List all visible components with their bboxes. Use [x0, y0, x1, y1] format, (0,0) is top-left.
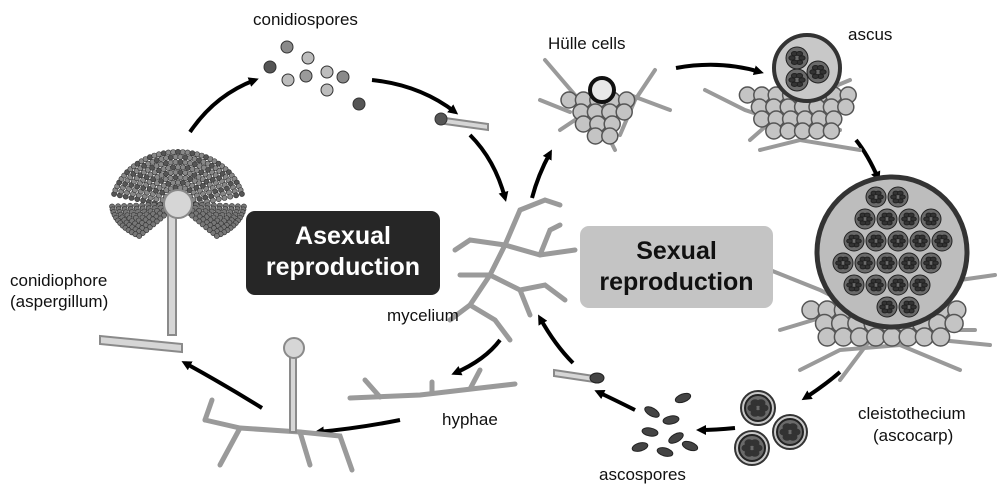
- conidiophore-illustration: [100, 149, 246, 352]
- germinating-ascospore: [554, 370, 604, 383]
- label-hyphae: hyphae: [442, 409, 498, 430]
- arrow-to-conidiophore: [185, 363, 262, 408]
- label-mycelium: mycelium: [387, 305, 459, 326]
- arrow-asci-to-ascospores: [700, 428, 735, 430]
- arrow-germ-to-mycelium: [470, 135, 505, 198]
- hyphae-with-young-conidiophore: [205, 338, 352, 470]
- germinating-conidium: [435, 113, 488, 130]
- sexual-line2: reproduction: [580, 267, 773, 298]
- label-cleistothecium: cleistothecium: [858, 403, 966, 424]
- released-asci: [735, 391, 807, 465]
- label-ascocarp: (ascocarp): [873, 425, 953, 446]
- label-conidiospores: conidiospores: [253, 9, 358, 30]
- ascospores-cluster: [631, 392, 699, 458]
- conidiospores-cluster: [264, 41, 365, 110]
- label-aspergillum: (aspergillum): [10, 291, 108, 312]
- mycelium-illustration: [450, 200, 575, 340]
- ascus-illustration: [705, 35, 860, 150]
- sexual-reproduction-box: Sexual reproduction: [580, 226, 773, 308]
- label-ascus: ascus: [848, 24, 892, 45]
- arrow-germ-to-mycelium-sexual: [540, 318, 573, 363]
- arrow-mycelium-to-hulle: [532, 153, 550, 198]
- arrow-ascus-to-cleistothecium: [856, 140, 878, 178]
- arrow-cleistothecium-to-asci: [805, 372, 840, 398]
- arrow-hulle-to-ascus: [676, 65, 760, 72]
- cleistothecium-illustration: [770, 177, 995, 380]
- sexual-line1: Sexual: [580, 236, 773, 267]
- asexual-reproduction-box: Asexual reproduction: [246, 211, 440, 295]
- arrow-hyphae-to-conidiophore-hyphae: [318, 420, 400, 432]
- label-hulle-cells: Hülle cells: [548, 33, 625, 54]
- label-ascospores: ascospores: [599, 464, 686, 485]
- label-conidiophore: conidiophore: [10, 270, 107, 291]
- arrow-conidiospores-to-germ: [372, 80, 455, 112]
- asexual-line2: reproduction: [246, 252, 440, 283]
- hyphae-illustration: [350, 370, 515, 398]
- arrow-conidiophore-to-conidiospores: [190, 80, 255, 132]
- hulle-cells-illustration: [540, 60, 670, 150]
- arrow-ascospores-to-germ: [598, 392, 635, 410]
- asexual-line1: Asexual: [246, 221, 440, 252]
- arrow-mycelium-to-hyphae: [455, 340, 500, 373]
